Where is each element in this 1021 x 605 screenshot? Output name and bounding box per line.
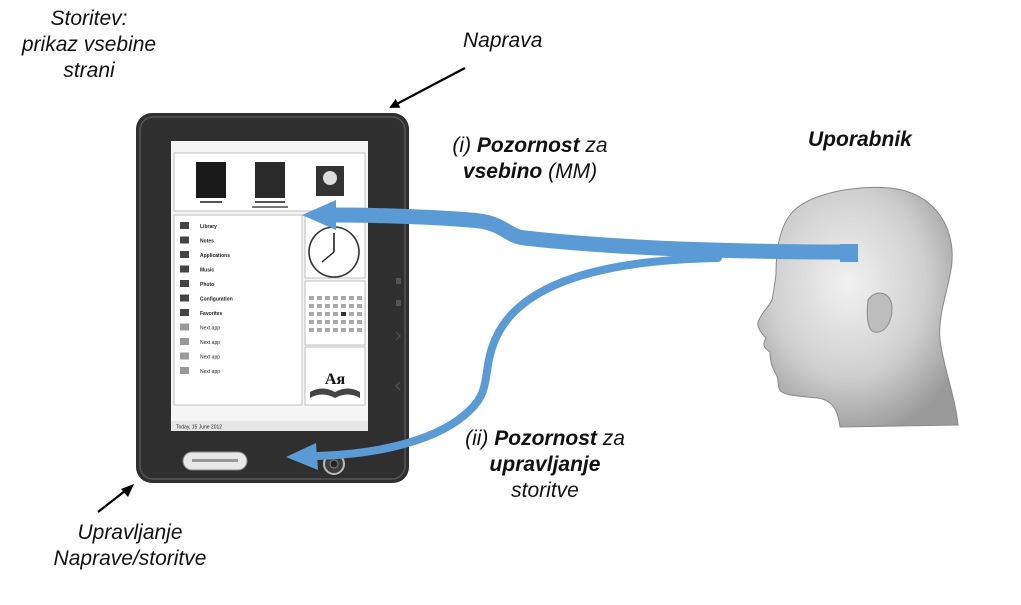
screen-menu-icon	[180, 265, 189, 273]
attention-content-suffix: (MM)	[542, 160, 598, 183]
screen-menu-item[interactable]: Next app	[200, 326, 220, 332]
service-label: Storitev: prikaz vsebine strani	[14, 6, 164, 84]
service-label-line-3: strani	[63, 59, 115, 82]
screen-menu-icon	[180, 280, 189, 287]
calendar-day-cell	[333, 312, 338, 316]
screen-menu-item[interactable]: Library	[200, 224, 217, 230]
user-label-text: Uporabnik	[808, 128, 912, 151]
calendar-day-cell	[349, 296, 354, 300]
calendar-day-cell	[317, 320, 322, 324]
calendar-day-cell	[325, 304, 330, 308]
calendar-day-cell	[349, 304, 354, 308]
calendar-day-cell	[309, 296, 314, 300]
calendar-day-cell	[309, 312, 314, 316]
device-label-text: Naprava	[463, 29, 543, 52]
calendar-day-cell	[333, 296, 338, 300]
attention-control-label: (ii) Pozornost za upravljanje storitve	[450, 426, 640, 504]
calendar-day-cell	[349, 328, 354, 332]
screen-menu: LibraryNotesApplicationsMusicPhotoConfig…	[180, 222, 233, 375]
arrow-attention-content-head	[302, 200, 336, 230]
attention-content-prefix: (i)	[452, 134, 477, 157]
screen-menu-item[interactable]: Photo	[200, 282, 214, 288]
screen-menu-icon	[180, 323, 189, 331]
attention-control-mid: za	[596, 427, 625, 450]
dictionary-glyph: Ая	[325, 371, 346, 388]
calendar-day-cell	[357, 296, 362, 300]
screen-menu-item[interactable]: Next app	[200, 369, 220, 375]
service-label-line-2: prikaz vsebine	[21, 33, 157, 56]
calendar-day-cell	[357, 328, 362, 332]
calendar-day-cell	[317, 328, 322, 332]
attention-content-bold-2: vsebino	[462, 160, 543, 183]
screen-menu-item[interactable]: Next app	[200, 355, 220, 361]
side-button-1[interactable]	[396, 278, 401, 284]
calendar-day-cell	[349, 312, 354, 316]
calendar-day-cell	[333, 320, 338, 324]
arrow-attention-control-head	[286, 443, 318, 470]
calendar-day-cell	[341, 312, 346, 316]
attention-content-label: (i) Pozornost za vsebino (MM)	[440, 133, 620, 185]
calendar-day-cell	[309, 328, 314, 332]
user-head	[757, 187, 959, 428]
calendar-day-cell	[309, 320, 314, 324]
calendar-day-cell	[357, 312, 362, 316]
calendar-day-cell	[341, 328, 346, 332]
side-button-next[interactable]	[395, 331, 401, 341]
calendar-day-cell	[357, 320, 362, 324]
calendar-day-cell	[341, 296, 346, 300]
screen-menu-item[interactable]: Applications	[200, 253, 230, 259]
screen-menu-item[interactable]: Next app	[200, 340, 220, 346]
ereader-device: LibraryNotesApplicationsMusicPhotoConfig…	[136, 113, 409, 483]
screen-status-text: Today, 15 June 2012	[176, 425, 222, 431]
attention-control-line-3: storitve	[511, 479, 579, 502]
control-label: Upravljanje Naprave/storitve	[20, 520, 240, 572]
screen-menu-icon	[180, 338, 189, 345]
screen-menu-icon	[180, 236, 189, 244]
calendar-day-cell	[325, 296, 330, 300]
attention-control-prefix: (ii)	[465, 427, 495, 450]
screen-menu-icon	[180, 352, 189, 360]
calendar-day-cell	[357, 304, 362, 308]
screen-menu-item[interactable]: Configuration	[200, 297, 233, 303]
screen-menu-item[interactable]: Favorites	[200, 311, 222, 317]
calendar-day-cell	[341, 320, 346, 324]
arrow-attention-control	[314, 254, 722, 460]
screen-menu-icon	[180, 251, 189, 258]
calendar-day-cell	[341, 304, 346, 308]
user-label: Uporabnik	[808, 127, 912, 153]
attention-content-mid: za	[579, 134, 608, 157]
arrow-attention-content	[332, 207, 859, 260]
calendar-day-cell	[309, 304, 314, 308]
control-label-line-2: Naprave/storitve	[53, 547, 207, 570]
attention-control-bold-1: Pozornost	[494, 427, 597, 450]
calendar-day-cell	[317, 296, 322, 300]
calendar-day-cell	[325, 320, 330, 324]
screen-menu-icon	[180, 309, 189, 316]
pointer-device	[389, 67, 466, 108]
side-button-2[interactable]	[396, 300, 401, 306]
calendar-day-cell	[325, 312, 330, 316]
side-button-prev[interactable]	[395, 381, 401, 391]
screen-menu-item[interactable]: Notes	[200, 239, 214, 245]
calendar-day-cell	[349, 320, 354, 324]
calendar-day-cell	[325, 328, 330, 332]
service-label-line-1: Storitev:	[50, 7, 128, 30]
attention-content-bold-1: Pozornost	[476, 134, 580, 157]
screen-menu-item[interactable]: Music	[200, 268, 214, 274]
device-label: Naprava	[463, 28, 542, 54]
control-label-line-1: Upravljanje	[77, 521, 183, 544]
calendar-day-cell	[333, 304, 338, 308]
attention-control-bold-2: upravljanje	[489, 453, 601, 476]
calendar-day-cell	[317, 312, 322, 316]
screen-menu-icon	[180, 367, 189, 374]
calendar-day-cell	[317, 304, 322, 308]
screen-menu-icon	[180, 222, 189, 229]
screen-menu-icon	[180, 294, 189, 302]
calendar-day-cell	[333, 328, 338, 332]
